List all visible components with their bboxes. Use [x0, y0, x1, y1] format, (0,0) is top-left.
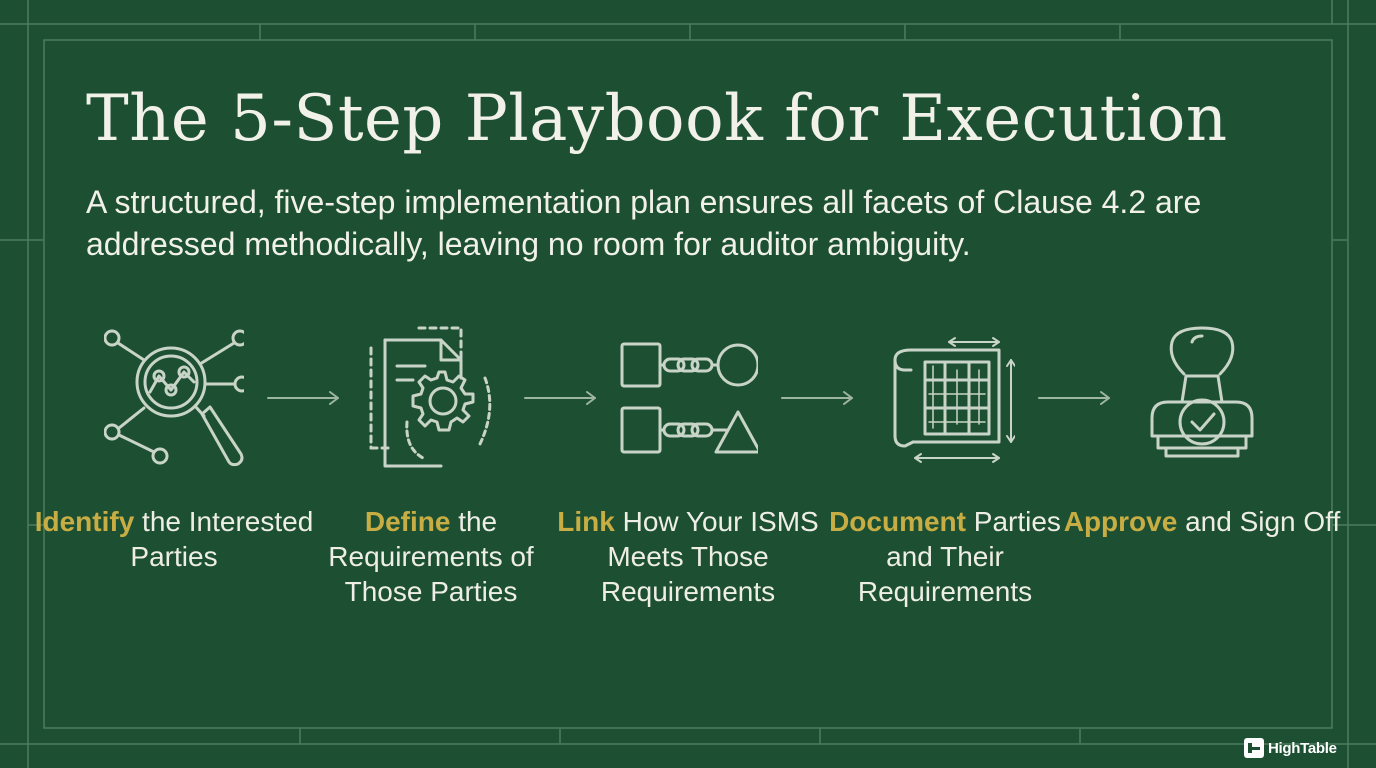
arrow-right-icon — [267, 391, 339, 405]
arrow-right-icon — [781, 391, 853, 405]
step-text: and Sign Off — [1185, 506, 1341, 537]
step-label: Approve and Sign Off — [1062, 504, 1342, 539]
step-label: Link How Your ISMS Meets Those Requireme… — [548, 504, 828, 609]
magnifier-network-icon — [104, 329, 244, 467]
step-highlight: Link — [557, 506, 615, 537]
step-highlight: Approve — [1063, 506, 1178, 537]
step-text: Parties and Their Requirements — [857, 506, 1061, 607]
chain-links-shapes-icon — [620, 342, 758, 454]
arrow-right-icon — [1038, 391, 1110, 405]
page-title: The 5-Step Playbook for Execution — [86, 82, 1228, 156]
step-highlight: Identify — [34, 506, 135, 537]
approval-stamp-icon — [1150, 326, 1254, 458]
step-label: Identify the Interested Parties — [34, 504, 314, 574]
step-label: Define the Requirements of Those Parties — [291, 504, 571, 609]
step-text: How Your ISMS Meets Those Requirements — [600, 506, 819, 607]
blueprint-icon — [893, 337, 1015, 463]
logo-text: HighTable — [1268, 739, 1337, 757]
step-label: Document Parties and Their Requirements — [805, 504, 1085, 609]
hightable-logo: HighTable — [1244, 738, 1337, 758]
step-highlight: Document — [829, 506, 966, 537]
step-highlight: Define — [364, 506, 451, 537]
step-text: the Requirements of Those Parties — [328, 506, 534, 607]
step-text: the Interested Parties — [130, 506, 314, 572]
page-subtitle: A structured, five-step implementation p… — [86, 184, 1202, 262]
arrow-right-icon — [524, 391, 596, 405]
hightable-logo-icon — [1244, 738, 1264, 758]
document-gear-icon — [369, 326, 492, 468]
